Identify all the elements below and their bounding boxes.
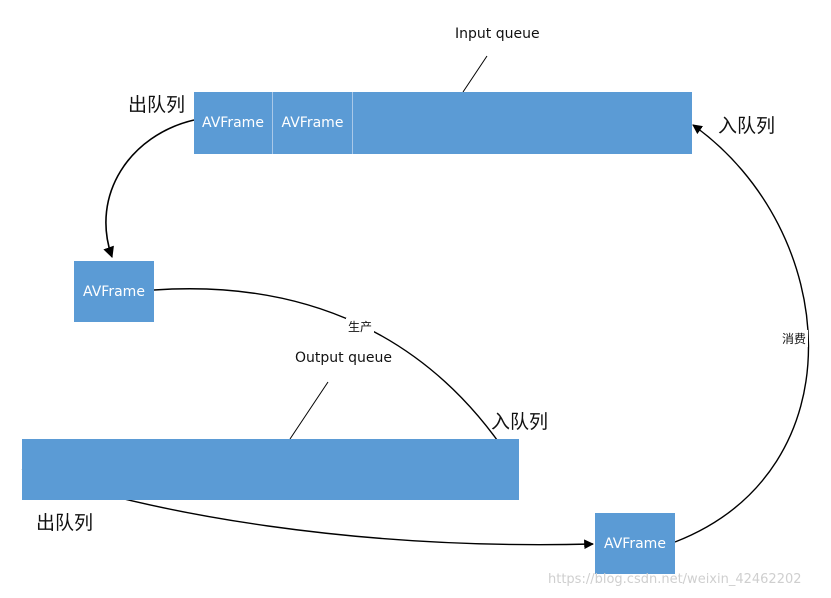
input-enqueue-label: 入队列 [718, 115, 776, 137]
consume-edge-label: 消费 [780, 330, 809, 347]
consume-avframe-box: AVFrame [595, 513, 675, 574]
input-queue-frame: AVFrame [273, 92, 353, 154]
output-enqueue-label: 入队列 [491, 411, 549, 433]
input-queue-label: Input queue [455, 26, 540, 42]
output-queue [22, 439, 519, 500]
watermark: https://blog.csdn.net/weixin_42462202 [548, 572, 802, 587]
consume-arrow [674, 124, 810, 543]
input-queue: AVFrame AVFrame [194, 92, 692, 154]
input-dequeue-label: 出队列 [128, 94, 186, 116]
output-dequeue-label: 出队列 [36, 512, 94, 534]
output-queue-label: Output queue [295, 350, 392, 366]
produce-edge-label: 生产 [346, 318, 375, 335]
input-dequeue-arrow [103, 119, 195, 259]
input-queue-callout-line [462, 55, 488, 93]
produce-avframe-box: AVFrame [74, 261, 154, 322]
output-queue-callout-line [289, 381, 329, 440]
input-queue-frame: AVFrame [194, 92, 273, 154]
